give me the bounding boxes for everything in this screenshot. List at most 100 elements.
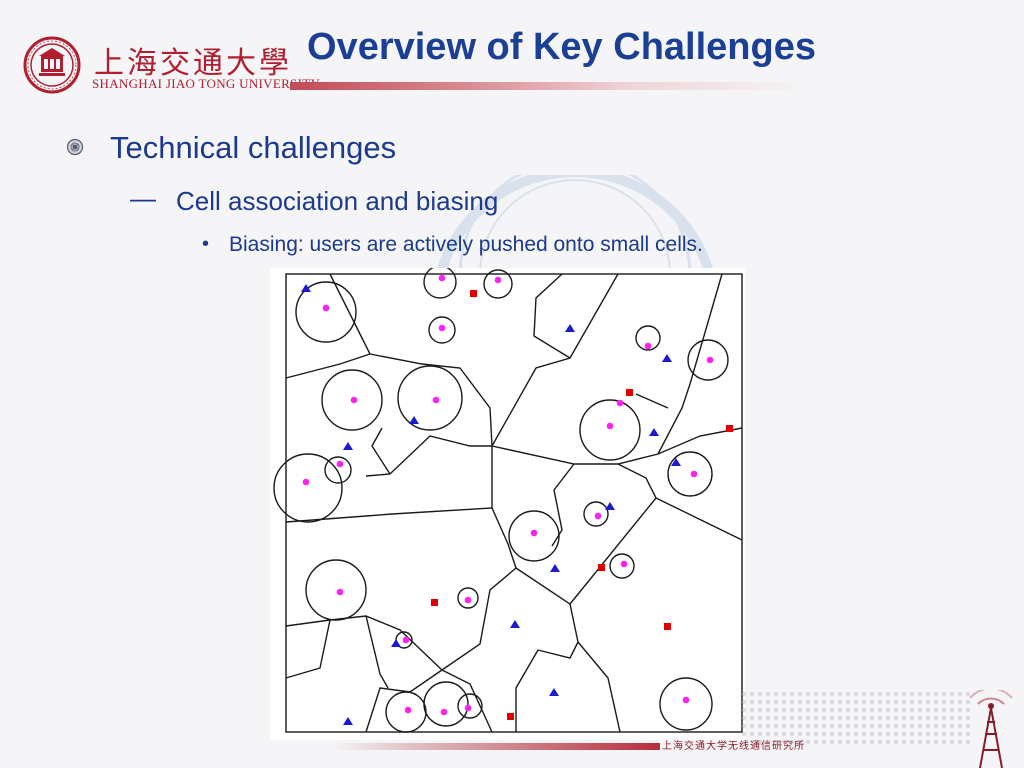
macro-bs-marker [626, 389, 633, 396]
user-marker [644, 342, 652, 350]
cell-region [295, 281, 357, 343]
bullet-seal-icon [66, 138, 84, 156]
cell-boundary [371, 427, 391, 475]
user-marker [464, 704, 472, 712]
cell-boundary [491, 507, 579, 643]
pico-bs-marker [343, 442, 353, 450]
cell-region [687, 339, 729, 381]
cell-region [659, 677, 713, 731]
voronoi-diagram [273, 265, 743, 733]
pico-bs-marker [549, 688, 559, 696]
cell-boundary [365, 669, 443, 733]
cell-boundary [537, 641, 579, 659]
pico-bs-marker [301, 284, 311, 292]
cell-boundary [569, 497, 657, 605]
logo-chinese-name: 上海交通大學 [94, 46, 292, 81]
cell-boundary [617, 463, 743, 541]
pico-bs-marker [409, 416, 419, 424]
cell-region [457, 693, 483, 719]
cell-region [635, 325, 661, 351]
cell-boundary [285, 619, 331, 679]
cell-boundary [533, 273, 571, 359]
user-marker [606, 422, 614, 430]
pico-bs-marker [510, 620, 520, 628]
cell-boundary [635, 393, 669, 409]
cell-boundary [285, 273, 371, 379]
cell-boundary [491, 273, 619, 447]
footer-divider [330, 743, 660, 750]
cell-region [423, 265, 457, 299]
pico-bs-marker [649, 428, 659, 436]
user-marker [302, 478, 310, 486]
user-marker [440, 708, 448, 716]
cell-boundary [441, 669, 493, 733]
radio-tower-icon [969, 690, 1013, 768]
bullet-level3-marker: • [202, 233, 210, 255]
cell-region [457, 587, 479, 609]
user-marker [438, 324, 446, 332]
cell-region [305, 559, 367, 621]
user-marker [438, 274, 446, 282]
user-marker [402, 636, 410, 644]
bullet-level1: Technical challenges [110, 130, 397, 165]
cell-region [428, 316, 456, 344]
cell-region [423, 681, 469, 727]
pico-bs-marker [565, 324, 575, 332]
cell-boundary [285, 446, 493, 523]
user-marker [530, 529, 538, 537]
university-logo: 上海交通大學 SHANGHAI JIAO TONG UNIVERSITY [22, 36, 320, 94]
user-marker [464, 596, 472, 604]
user-marker [336, 588, 344, 596]
cell-boundary [551, 463, 575, 547]
cell-boundary [577, 641, 621, 733]
cell-boundary [365, 615, 389, 689]
cell-region [397, 365, 463, 431]
cell-region [583, 501, 609, 527]
user-marker [594, 512, 602, 520]
pico-bs-marker [391, 639, 401, 647]
pico-bs-marker [662, 354, 672, 362]
header-divider [290, 82, 810, 90]
bullet-level2-marker: — [130, 183, 156, 213]
cell-region [321, 369, 383, 431]
cell-boundary [365, 435, 492, 477]
user-marker [620, 560, 628, 568]
bullet-level3: Biasing: users are actively pushed onto … [229, 233, 703, 256]
user-marker [616, 399, 624, 407]
pico-bs-marker [605, 502, 615, 510]
pico-bs-marker [671, 458, 681, 466]
user-marker [494, 276, 502, 284]
pico-bs-marker [550, 564, 560, 572]
slide-title: Overview of Key Challenges [307, 26, 816, 68]
cell-region [324, 456, 352, 484]
user-marker [690, 470, 698, 478]
user-marker [682, 696, 690, 704]
cell-region [273, 453, 343, 523]
footer-institute-name: 上海交通大学无线通信研究所 [662, 741, 805, 752]
logo-english-name: SHANGHAI JIAO TONG UNIVERSITY [92, 76, 321, 91]
user-marker [350, 396, 358, 404]
cell-boundary [285, 615, 443, 671]
pico-bs-marker [343, 717, 353, 725]
bullet-level2: Cell association and biasing [176, 186, 499, 216]
cell-boundary [657, 273, 723, 455]
macro-bs-marker [470, 290, 477, 297]
user-marker [336, 460, 344, 468]
macro-bs-marker [431, 599, 438, 606]
cell-boundary [441, 567, 517, 671]
cell-region [667, 451, 713, 497]
cell-boundary [515, 649, 539, 732]
user-marker [404, 706, 412, 714]
cell-region [609, 553, 635, 579]
plot-frame [285, 273, 743, 733]
footer-dot-pattern [740, 690, 970, 745]
user-marker [432, 396, 440, 404]
macro-bs-marker [726, 425, 733, 432]
user-marker [706, 356, 714, 364]
macro-bs-marker [664, 623, 671, 630]
watermark-seal-icon [435, 175, 715, 275]
cell-boundary [369, 353, 493, 447]
macro-bs-marker [507, 713, 514, 720]
cell-region [483, 269, 513, 299]
